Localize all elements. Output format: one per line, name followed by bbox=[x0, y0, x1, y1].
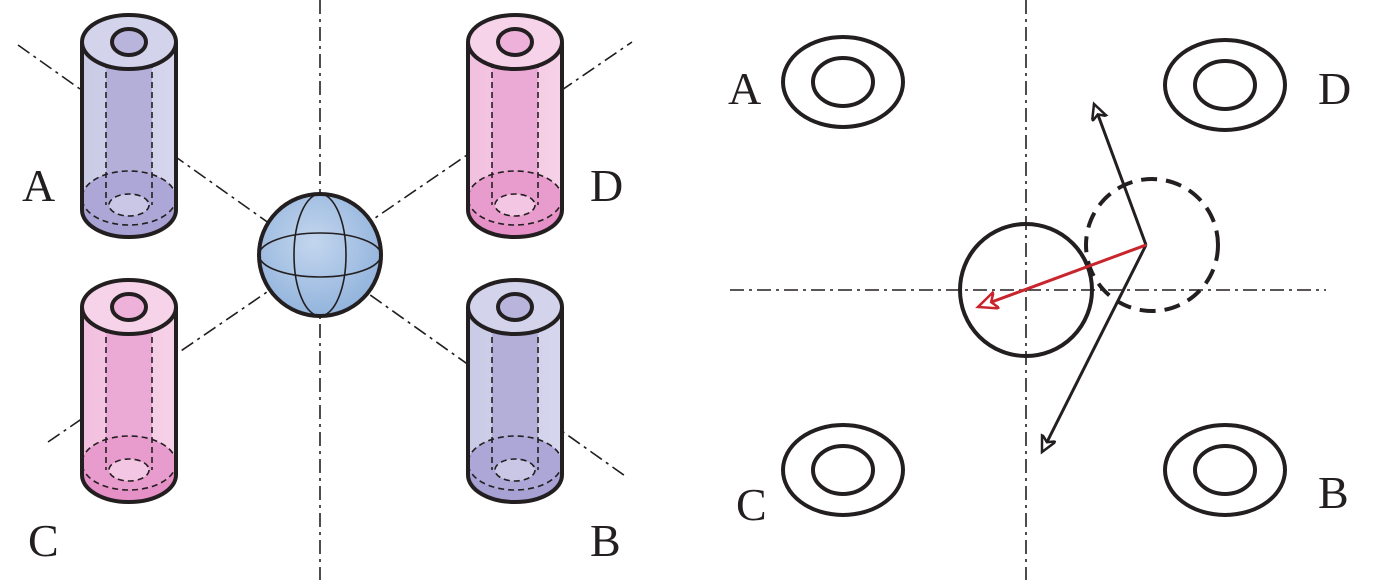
rod-d-section bbox=[1163, 38, 1287, 132]
force-arrow-down bbox=[1040, 244, 1148, 452]
right-label-d: D bbox=[1318, 63, 1351, 114]
right-label-c: C bbox=[736, 479, 767, 530]
cylinder-c bbox=[80, 278, 178, 504]
left-label-b: B bbox=[590, 515, 621, 566]
restoring-force-arrow bbox=[978, 243, 1147, 307]
cylinder-b bbox=[466, 278, 564, 504]
left-label-c: C bbox=[28, 515, 59, 566]
left-label-a: A bbox=[22, 160, 55, 211]
left-label-d: D bbox=[590, 160, 623, 211]
left-panel: A D C B bbox=[17, 0, 633, 580]
force-arrow-up bbox=[1094, 104, 1148, 246]
central-sphere bbox=[257, 192, 383, 318]
rod-c-section bbox=[781, 423, 905, 517]
rod-b-section bbox=[1163, 423, 1287, 517]
rod-a-section bbox=[781, 35, 905, 129]
right-panel: A D C B bbox=[728, 0, 1351, 580]
right-label-a: A bbox=[728, 63, 761, 114]
cylinder-a bbox=[80, 13, 178, 239]
right-label-b: B bbox=[1318, 467, 1349, 518]
cylinder-d bbox=[466, 13, 564, 239]
displaced-particle-dashed bbox=[1084, 177, 1220, 313]
centered-particle bbox=[958, 222, 1094, 358]
